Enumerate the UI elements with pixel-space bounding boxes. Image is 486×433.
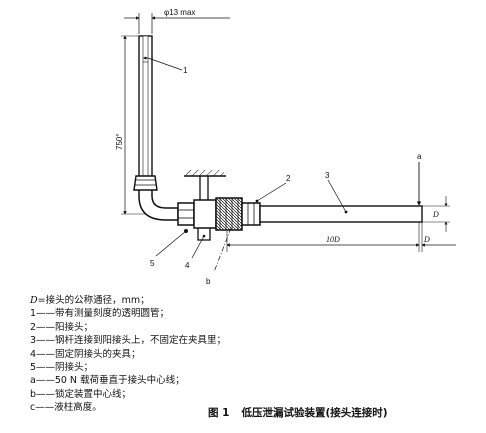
legend-line: a——50 N 载荷垂直于接头中心线； [30,375,185,387]
steel-bar [259,205,423,223]
diameter-dimension: φ13 max [124,8,230,34]
height-label: 750° [115,133,124,150]
lock-centerline: b [206,227,232,286]
transparent-tube [138,35,153,181]
label-d-bottom: D [423,235,430,244]
diameter-label: φ13 max [164,8,195,17]
diameter-d-right: D [422,196,450,232]
male-fitting [241,199,261,226]
length-dimension: 10D D [226,222,456,252]
legend-line: b——锁定装置中心线； [30,388,132,400]
callout-1: 1 [183,66,188,75]
legend-line: 1——带有测量刻度的透明圆管； [30,308,170,320]
legend-line: 3——钢杆连接到阳接头上，不固定在夹具里； [30,335,227,347]
legend-line: c——液柱高度。 [30,402,102,414]
callout-3: 3 [325,171,330,180]
legend-line: D=接头的公称通径，mm； [30,295,150,306]
figure-number: 图 1 [208,407,230,419]
female-fitting [177,199,217,233]
figure-caption: 图 1 低压泄漏试验装置(接头连接时) [208,405,388,420]
load-arrow: a [416,152,422,206]
coupling-sleeve [215,197,243,231]
legend-line: 5——阴接头； [30,361,94,373]
callout-4: 4 [185,261,190,270]
elbow-fitting [133,175,179,221]
callout-5: 5 [150,259,155,268]
legend-line: 4——固定阴接头的夹具； [30,348,141,360]
label-10d: 10D [326,235,340,244]
figure-title: 低压泄漏试验装置(接头连接时) [241,407,388,419]
callout-a: a [417,152,422,161]
callout-b: b [206,277,211,286]
legend: D=接头的公称通径，mm； 1——带有测量刻度的透明圆管； 2——阳接头； 3—… [30,294,350,415]
callout-2: 2 [286,174,291,183]
legend-line: 2——阳接头； [30,321,94,333]
label-d-right: D [432,210,439,219]
apparatus-diagram: φ13 max 1 750° [115,8,456,286]
